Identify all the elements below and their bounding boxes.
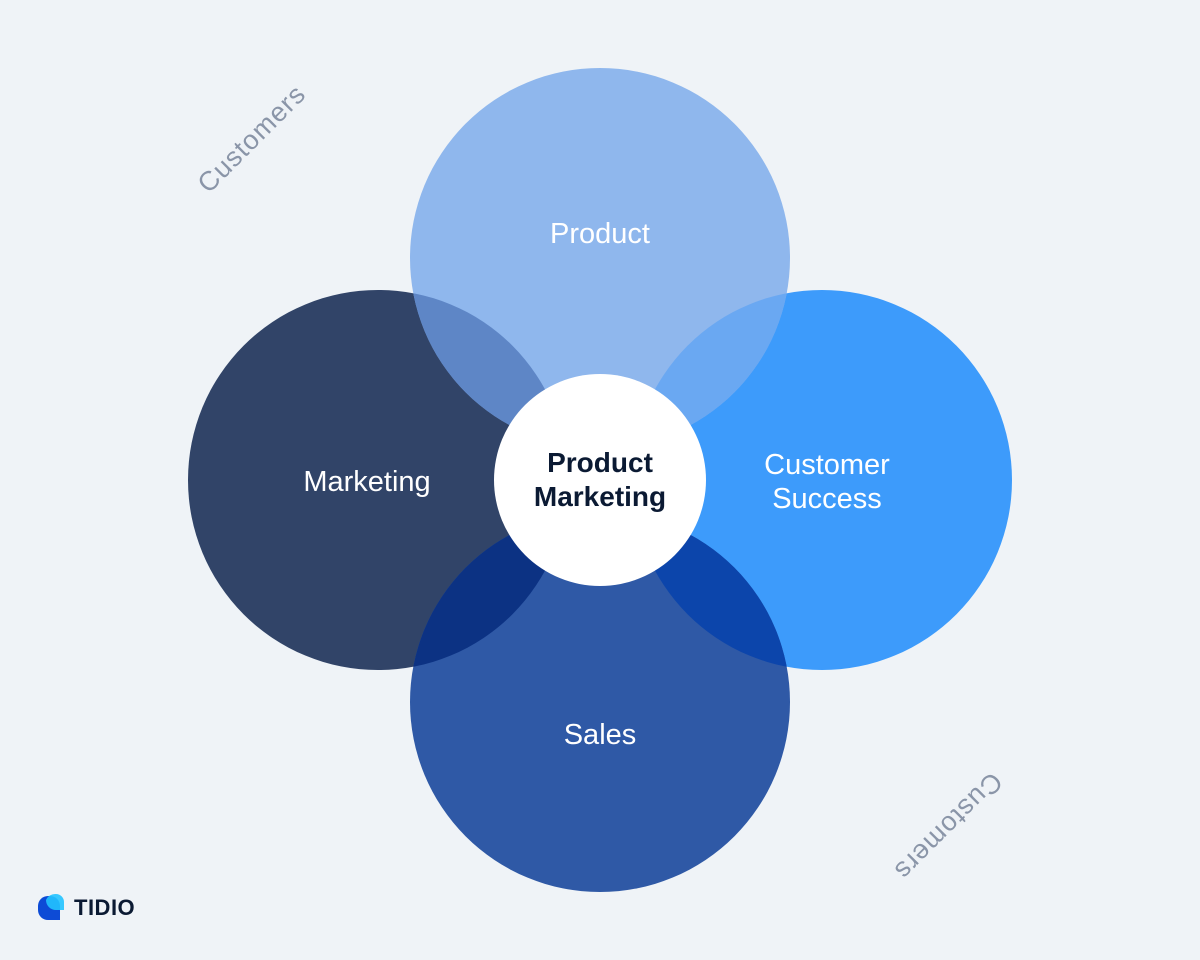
brand-name: TIDIO	[74, 895, 136, 920]
center-label-line2: Marketing	[534, 481, 666, 512]
overlap-product-customer-success	[632, 290, 790, 448]
overlap-sales-marketing	[410, 512, 568, 670]
corner-label-bottom-right: Customers	[888, 766, 1008, 886]
marketing-label: Marketing	[303, 466, 430, 498]
sales-label: Sales	[564, 719, 637, 751]
center-label-line1: Product	[547, 447, 653, 478]
corner-label-top-left: Customers	[192, 79, 312, 199]
product-label: Product	[550, 218, 650, 250]
customer-success-label-line2: Success	[772, 483, 882, 515]
center-circle	[494, 374, 706, 586]
customer-success-label-line1: Customer	[764, 449, 890, 481]
brand-logo: TIDIO	[34, 892, 135, 924]
overlap-sales-customer-success	[632, 512, 790, 670]
tidio-logo-icon	[34, 892, 66, 924]
overlap-product-marketing	[410, 290, 568, 448]
